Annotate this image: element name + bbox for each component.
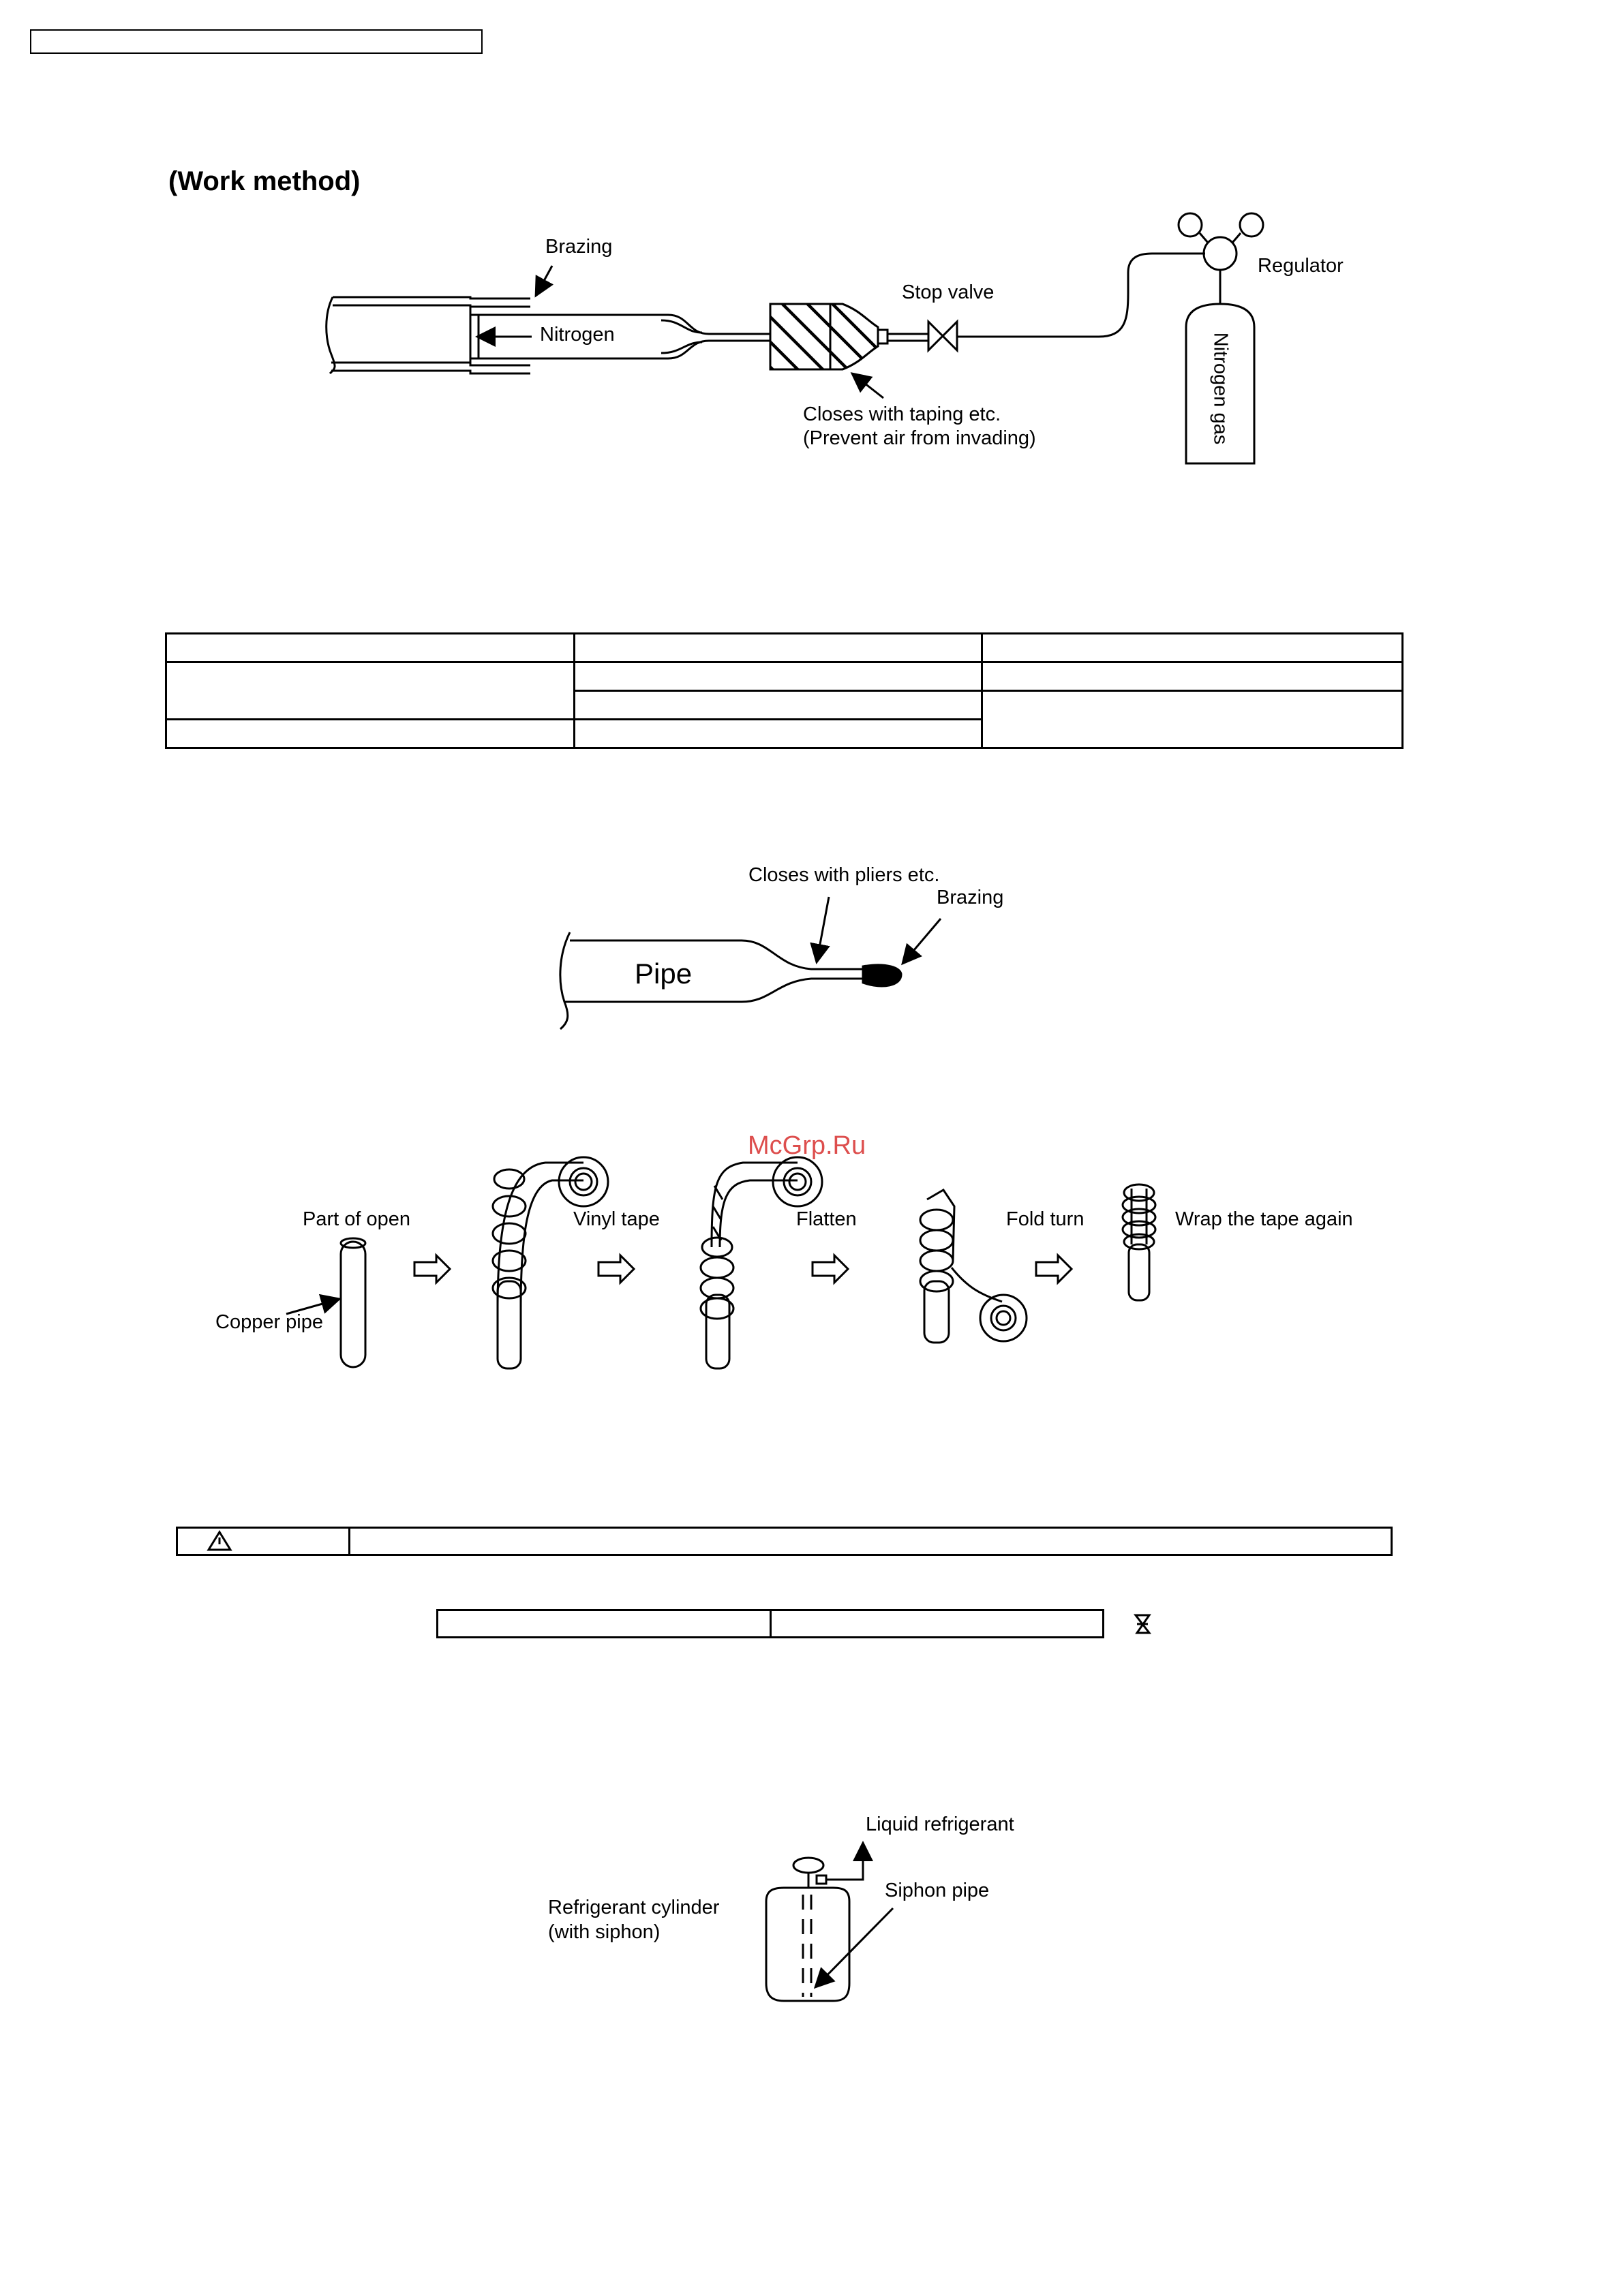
flatten-step3 [699,1156,823,1370]
watermark: McGrp.Ru [748,1131,866,1160]
section-heading: (Work method) [168,166,361,196]
spec-table-1 [165,632,1404,749]
regulator-label: Regulator [1258,255,1344,277]
table-cell [165,661,575,720]
table-cell [573,661,984,692]
caution-text-cell [348,1527,1393,1556]
brazing-label: Brazing [545,236,613,258]
table-cell [573,718,984,749]
closes-pliers-label: Closes with pliers etc. [748,864,940,886]
regulator-and-hose [1098,212,1264,465]
pinched-pipe [559,896,942,1030]
flatten-label: Flatten [796,1208,857,1230]
copper-pipe-step1 [286,1237,367,1368]
table-cell [436,1609,772,1638]
wrap-again-label: Wrap the tape again [1175,1208,1353,1230]
step-arrows [413,1253,1074,1285]
caution-icon-cell [176,1527,350,1556]
refrigerant-cylinder [765,1841,894,2002]
wrap-again-step5 [1121,1183,1157,1302]
table-cell [981,661,1404,692]
copper-pipe-label: Copper pipe [215,1311,323,1333]
stop-valve-label: Stop valve [902,281,995,303]
closes-taping-label: Closes with taping etc. [803,403,1001,425]
siphon-pipe-label: Siphon pipe [885,1880,990,1901]
spec-table-2 [436,1609,1104,1638]
fold-turn-label: Fold turn [1006,1208,1084,1230]
table-cell [165,718,575,749]
table-cell [573,690,984,720]
table-cell [981,690,1404,749]
vinyl-tape-step2 [491,1156,609,1370]
vinyl-tape-label: Vinyl tape [573,1208,660,1230]
pipe-label: Pipe [635,958,693,990]
table-cell [573,632,984,663]
nitrogen-pipe-assembly [325,265,928,399]
fold-turn-step4 [919,1188,1028,1344]
refrigerant-cylinder-label: Refrigerant cylinder [548,1897,720,1918]
stop-valve-symbol [927,319,1099,353]
part-of-open-label: Part of open [303,1208,410,1230]
caution-bar [176,1527,1393,1556]
nitrogen-gas-label: Nitrogen gas [1209,332,1232,445]
table-cell [981,632,1404,663]
valve-symbol-icon [1133,1614,1152,1634]
header-box [30,29,483,54]
prevent-air-label: (Prevent air from invading) [803,427,1036,449]
pipe-brazing-label: Brazing [937,887,1004,908]
nitrogen-label: Nitrogen [540,324,615,346]
table-cell [769,1609,1104,1638]
table-cell [165,632,575,663]
with-siphon-label: (with siphon) [548,1921,661,1943]
liquid-refrigerant-label: Liquid refrigerant [866,1813,1014,1835]
